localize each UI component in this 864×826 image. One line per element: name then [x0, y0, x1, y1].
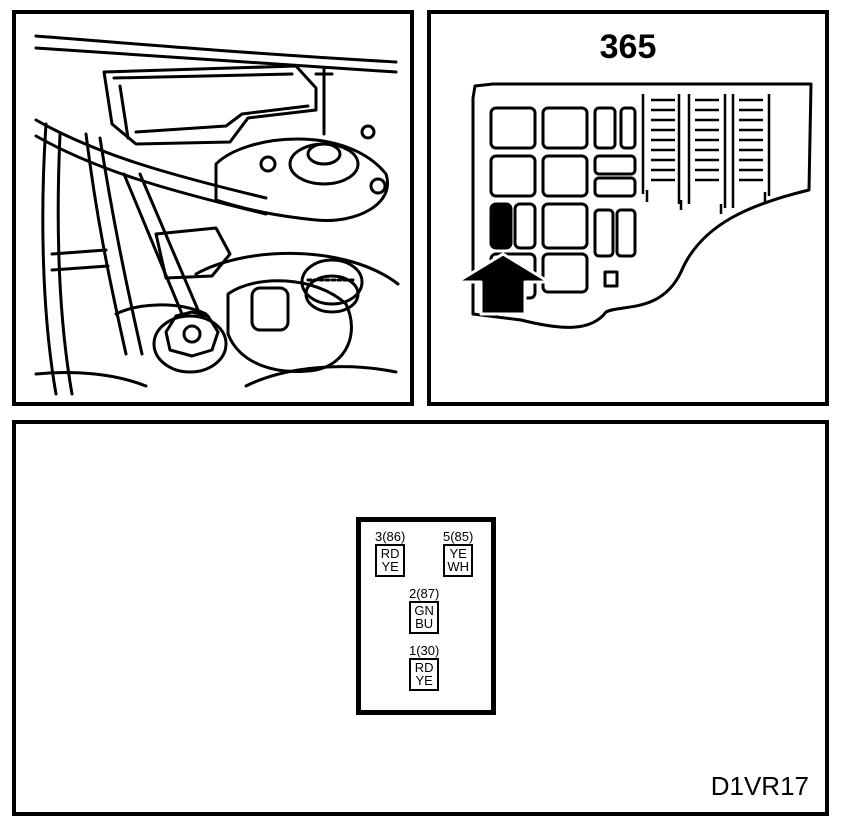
engine-bay-drawing [34, 34, 400, 396]
pin-label: 1(30) [409, 643, 440, 658]
pin-3: 3(86) RD YE [375, 530, 405, 577]
relay-slot [541, 202, 589, 250]
fuse-slot [603, 270, 619, 288]
engine-bay-illustration [12, 10, 414, 406]
fuse-slot [593, 106, 617, 150]
wire-color: YE [449, 546, 467, 561]
fuse-slot [593, 154, 637, 176]
wire-color-box: GN BU [409, 601, 440, 634]
wire-color-box: YE WH [443, 544, 474, 577]
wire-color: RD [414, 660, 434, 675]
relay-slot [489, 154, 537, 198]
wire-color: GN [414, 603, 434, 618]
diagram-code: D1VR17 [710, 771, 809, 801]
wire-color: YE [415, 673, 433, 688]
wire-color-box: RD YE [409, 658, 440, 691]
pin-label: 5(85) [443, 529, 474, 544]
fuse-slot [619, 106, 637, 150]
arrow-icon [455, 252, 551, 316]
fuse-bank [641, 94, 771, 214]
wire-color-box: RD YE [375, 544, 406, 577]
pin-label: 3(86) [375, 529, 406, 544]
connector-pinout-panel: 3(86) RD YE 5(85) YE WH 2(87) GN BU 1(30… [12, 420, 829, 816]
relay-365-highlight [489, 202, 513, 250]
pin-2: 2(87) GN BU [409, 587, 439, 634]
fuse-slot [593, 176, 637, 198]
relay-slot [541, 154, 589, 198]
relay-connector: 3(86) RD YE 5(85) YE WH 2(87) GN BU 1(30… [356, 517, 496, 715]
pin-1: 1(30) RD YE [409, 644, 439, 691]
pin-5: 5(85) YE WH [443, 530, 473, 577]
relay-slot [541, 106, 589, 150]
wire-color: RD [380, 546, 400, 561]
fuse-box-drawing [455, 82, 813, 329]
wire-color: YE [381, 559, 399, 574]
relay-number: 365 [599, 28, 657, 66]
fuse-slot [615, 208, 637, 258]
wire-color: BU [415, 616, 434, 631]
relay-slot [489, 106, 537, 150]
fuse-slot [593, 208, 615, 258]
wire-color: WH [447, 559, 469, 574]
relay-slot [541, 252, 589, 294]
fuse-box-outline [471, 82, 813, 329]
fuse-box-diagram: 365 [427, 10, 829, 406]
pin-label: 2(87) [409, 586, 440, 601]
relay-slot [513, 202, 537, 250]
